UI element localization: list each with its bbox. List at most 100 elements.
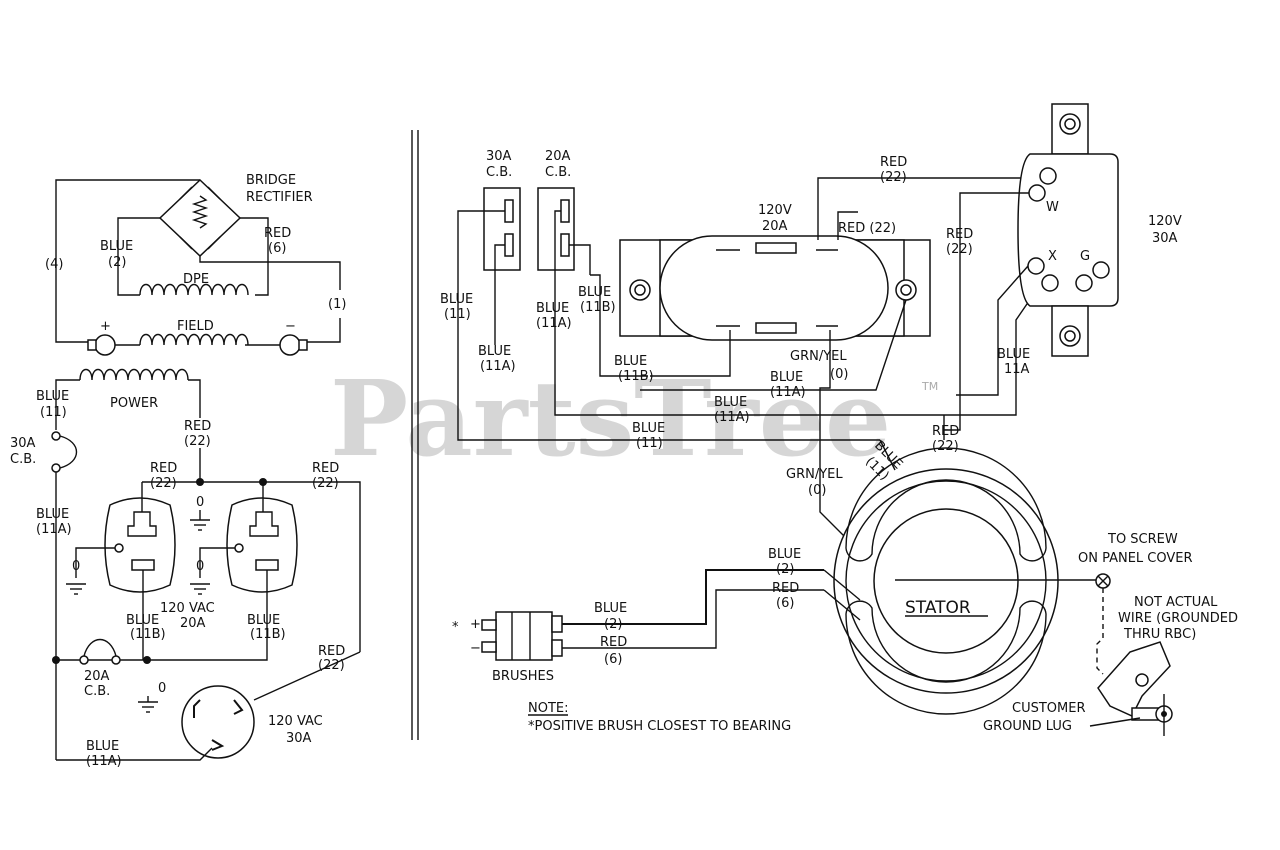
bridge-rectifier: [158, 178, 242, 258]
circuit-breaker-30a: [483, 187, 521, 271]
field-minus-label: −: [285, 319, 296, 334]
brush-minus: −: [470, 641, 481, 656]
red-22-label-r: RED: [880, 155, 907, 170]
red-22-num-r2: (22): [946, 242, 973, 257]
grn-yel-label-b: GRN/YEL: [786, 467, 843, 482]
bridge-rectifier-label-1: BRIDGE: [246, 173, 296, 188]
v120-20a-label-1: 120V: [758, 203, 792, 218]
to-screw-label-2: ON PANEL COVER: [1078, 551, 1193, 566]
wire-label-1: (1): [328, 297, 346, 312]
blue-11b-num-r2: (11B): [618, 369, 654, 384]
red-22-label-r2: RED: [946, 227, 973, 242]
blue-11-label-r: BLUE: [440, 292, 473, 307]
customer-ground-lug: [1097, 641, 1173, 736]
grn-yel-label-a: GRN/YEL: [790, 349, 847, 364]
right-pictorial: 30A C.B. 20A C.B. BLUE (11) BLUE (11B) B…: [440, 103, 1238, 736]
red-6-num-r: (6): [604, 652, 622, 667]
blue-11a-label-r4: BLUE: [714, 395, 747, 410]
circuit-breaker-20a: [537, 187, 575, 271]
blue-11a-label: BLUE: [36, 507, 69, 522]
blue-11a-label-r2: BLUE: [478, 344, 511, 359]
v120-30a-label-2: 30A: [1152, 231, 1178, 246]
blue-2-num-r2: (2): [776, 562, 794, 577]
blue-11-num-r2: (11): [636, 436, 663, 451]
cb20-top-label-2: C.B.: [545, 165, 571, 180]
brush-asterisk: *: [452, 620, 459, 635]
blue-11-num: (11): [40, 405, 67, 420]
red-6-num: (6): [268, 241, 286, 256]
receptacle-20a-left: [104, 497, 176, 593]
red-22-label-d: RED: [318, 644, 345, 659]
terminal-w: W: [1046, 200, 1059, 215]
blue-2-label-r: BLUE: [594, 601, 627, 616]
red-6-label-r: RED: [600, 635, 627, 650]
blue-11-num-r: (11): [444, 307, 471, 322]
cb-30a-label-1: 30A: [10, 436, 36, 451]
left-schematic: BRIDGE RECTIFIER (4) BLUE (2) RED (6) (1…: [10, 173, 361, 769]
blue-11a-label-b: BLUE: [86, 739, 119, 754]
red-22-num-c: (22): [312, 476, 339, 491]
zero-label-d: 0: [158, 681, 166, 696]
blue-11b-label-a: BLUE: [126, 613, 159, 628]
wire-label-4: (4): [45, 257, 63, 272]
brushes: [481, 611, 563, 661]
blue-11a-num: (11A): [36, 522, 72, 537]
blue-2-label-r2: BLUE: [768, 547, 801, 562]
blue-11a-num-r2: (11A): [480, 359, 516, 374]
recept-30-label-1: 120 VAC: [268, 714, 323, 729]
to-screw-label-1: TO SCREW: [1107, 532, 1178, 547]
note-text: *POSITIVE BRUSH CLOSEST TO BEARING: [528, 719, 791, 734]
power-label: POWER: [110, 396, 158, 411]
receptacle-duplex-20a: [619, 235, 931, 341]
field-brush-plus: [94, 334, 116, 356]
cb-20a-label-2: C.B.: [84, 684, 110, 699]
customer-label-1: CUSTOMER: [1012, 701, 1085, 716]
dpe-label: DPE: [183, 272, 209, 287]
blue-2-num-r: (2): [604, 617, 622, 632]
blue-11a-num-b: (11A): [86, 754, 122, 769]
terminal-g: G: [1080, 249, 1090, 264]
not-actual-label-2: WIRE (GROUNDED: [1118, 611, 1238, 626]
red-22-label-c: RED: [312, 461, 339, 476]
red-6-label: RED: [264, 226, 291, 241]
cb30-top-label-2: C.B.: [486, 165, 512, 180]
cb20-top-label-1: 20A: [545, 149, 571, 164]
blue-11a-label-r5: BLUE: [997, 347, 1030, 362]
field-coil: [139, 333, 249, 346]
blue-11b-label-b: BLUE: [247, 613, 280, 628]
red-22-num-a: (22): [184, 434, 211, 449]
watermark-text: PartsTree: [330, 357, 891, 480]
red-6-label-r2: RED: [772, 581, 799, 596]
red-22-inline: RED (22): [838, 221, 896, 236]
blue-11b-num-b: (11B): [250, 627, 286, 642]
red-22-num-d: (22): [318, 658, 345, 673]
bridge-rectifier-label-2: RECTIFIER: [246, 190, 313, 205]
power-coil: [79, 368, 189, 381]
red-22-label-a: RED: [184, 419, 211, 434]
grn-yel-num-b: (0): [808, 483, 826, 498]
red-22-num-r: (22): [880, 170, 907, 185]
terminal-x: X: [1048, 249, 1057, 264]
red-22-num-b: (22): [150, 476, 177, 491]
receptacle-20a-right: [226, 497, 298, 593]
zero-label-a: 0: [72, 559, 80, 574]
cb-30a-label-2: C.B.: [10, 452, 36, 467]
blue-11a-label-r: BLUE: [536, 301, 569, 316]
cb30-top-label-1: 30A: [486, 149, 512, 164]
cb-20a-label-1: 20A: [84, 669, 110, 684]
recept-20-label-2: 20A: [180, 616, 206, 631]
v120-20a-label-2: 20A: [762, 219, 788, 234]
blue-2-num: (2): [108, 255, 126, 270]
field-label: FIELD: [177, 319, 214, 334]
brushes-label: BRUSHES: [492, 669, 554, 684]
customer-label-2: GROUND LUG: [983, 719, 1072, 734]
blue-11a-num-r4: (11A): [714, 410, 750, 425]
zero-label-c: 0: [196, 559, 204, 574]
field-brush-minus: [279, 334, 301, 356]
blue-2-label: BLUE: [100, 239, 133, 254]
stator-label: STATOR: [905, 598, 971, 618]
receptacle-30a-twistlock: [1017, 103, 1119, 357]
red-22-label-r3: RED: [932, 424, 959, 439]
zero-label-b: 0: [196, 495, 204, 510]
